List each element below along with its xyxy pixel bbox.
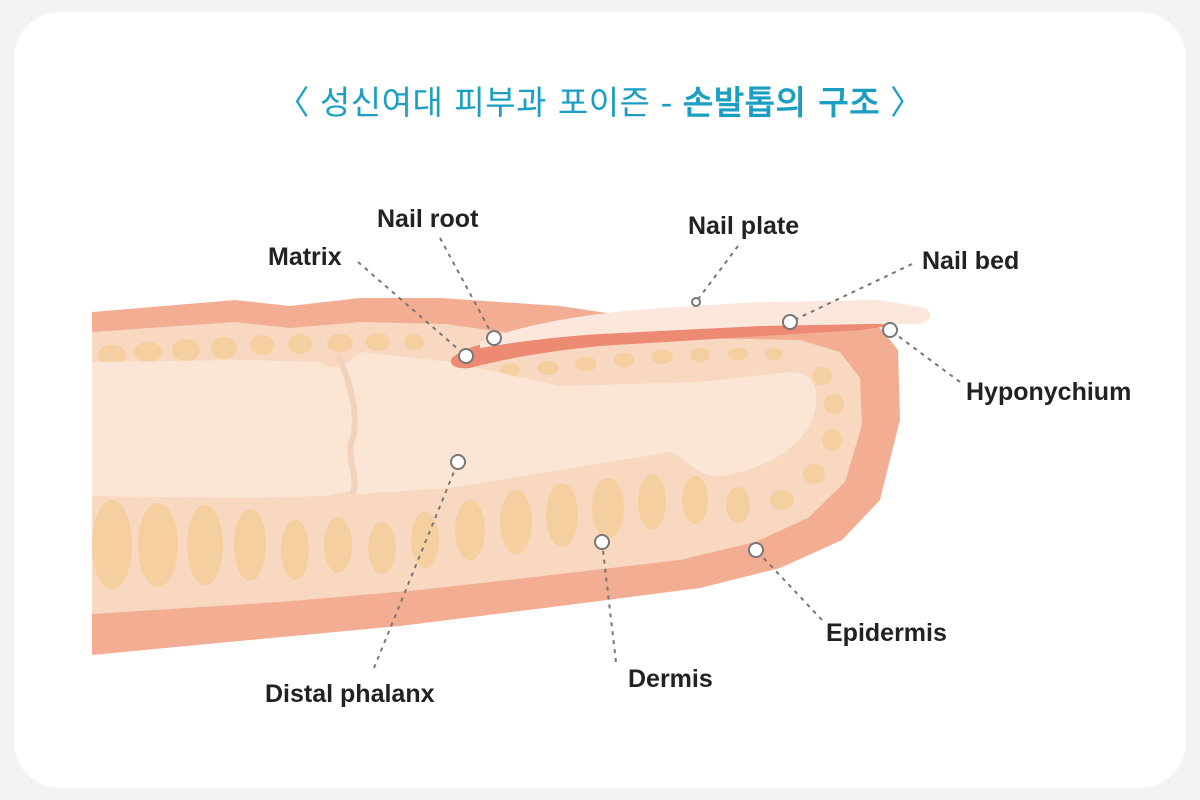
dermis-marker bbox=[594, 534, 610, 550]
matrix-marker bbox=[458, 348, 474, 364]
label-nail-bed: Nail bed bbox=[922, 247, 1020, 275]
nail-bed-marker bbox=[782, 314, 798, 330]
distal-phalanx-marker bbox=[450, 454, 466, 470]
label-nail-plate: Nail plate bbox=[688, 212, 800, 240]
distal-phalanx-bone bbox=[92, 352, 817, 498]
marker-points bbox=[450, 297, 898, 558]
nail-plate-marker bbox=[691, 297, 701, 307]
title-dash: - bbox=[660, 83, 673, 122]
fat-lobules bbox=[92, 333, 844, 590]
page-title: 〈성신여대 피부과 포이즌-손발톱의 구조〉 bbox=[0, 76, 1200, 124]
label-epidermis: Epidermis bbox=[826, 619, 947, 647]
title-prefix: 성신여대 피부과 포이즌 bbox=[319, 83, 651, 122]
label-hyponychium: Hyponychium bbox=[966, 378, 1132, 406]
label-dermis: Dermis bbox=[628, 665, 713, 693]
nail-root-marker bbox=[486, 330, 502, 346]
hyponychium-marker bbox=[882, 322, 898, 338]
label-nail-root: Nail root bbox=[377, 205, 479, 233]
leader-lines bbox=[357, 237, 961, 669]
epidermis-marker bbox=[748, 542, 764, 558]
title-close-bracket: 〉 bbox=[890, 83, 924, 122]
title-emphasis: 손발톱의 구조 bbox=[682, 83, 881, 122]
nail-bed-shape bbox=[450, 318, 890, 369]
title-open-bracket: 〈 bbox=[276, 83, 310, 122]
bone-joint-line bbox=[335, 354, 358, 496]
nail-plate-shape bbox=[480, 300, 931, 348]
label-distal-phalanx: Distal phalanx bbox=[265, 680, 435, 708]
label-matrix: Matrix bbox=[268, 243, 342, 271]
